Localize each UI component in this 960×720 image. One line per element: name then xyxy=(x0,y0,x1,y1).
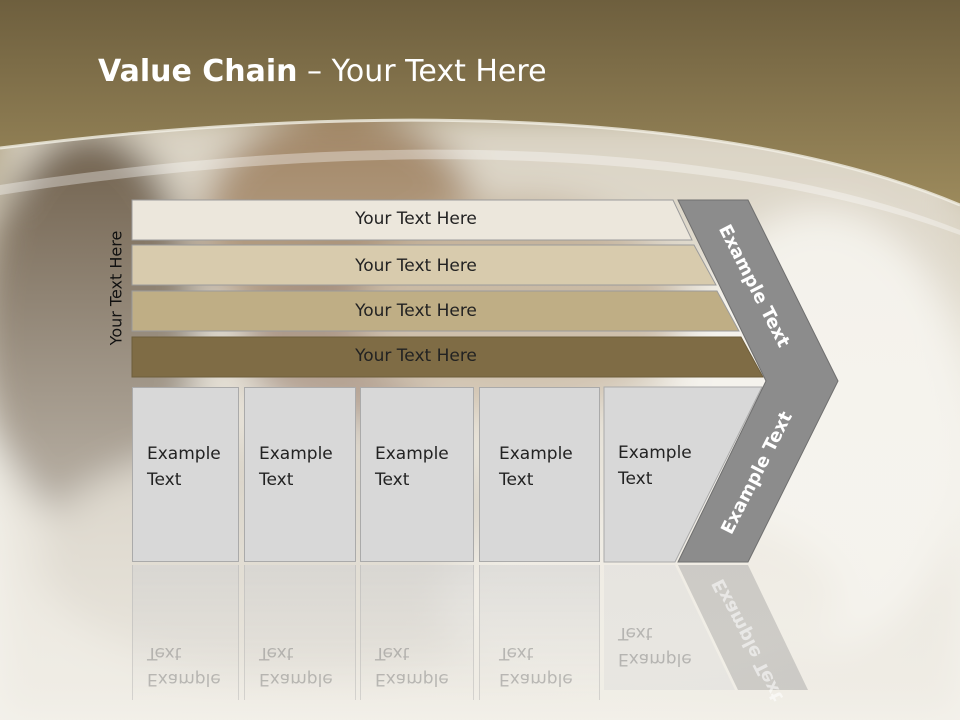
slide-title: Value Chain – Your Text Here xyxy=(98,54,547,89)
box-5-shape xyxy=(603,386,763,563)
bar-label-1: Your Text Here xyxy=(355,209,477,229)
bar-label-3: Your Text Here xyxy=(355,301,477,321)
chevron-reflection xyxy=(678,565,808,690)
bar-label-2: Your Text Here xyxy=(355,256,477,276)
bar-4 xyxy=(131,336,764,378)
title-rest: – Your Text Here xyxy=(297,54,547,89)
box-5-reflection xyxy=(604,565,735,690)
title-bold: Value Chain xyxy=(98,54,298,89)
bar-1 xyxy=(131,199,693,241)
bar-2 xyxy=(131,244,717,286)
bar-3 xyxy=(131,290,740,332)
bar-label-4: Your Text Here xyxy=(355,346,477,366)
chevron-arrow xyxy=(677,199,839,563)
